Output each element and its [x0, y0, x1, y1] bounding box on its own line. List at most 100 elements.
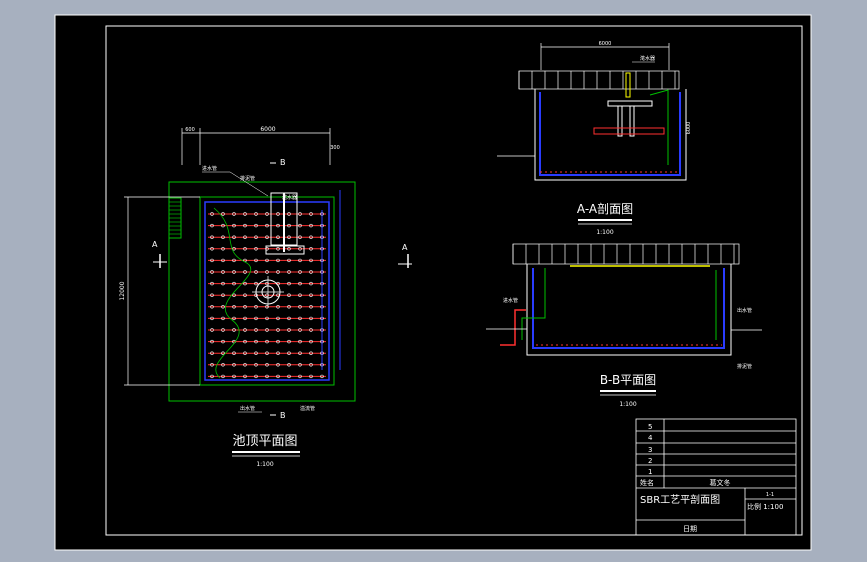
diffuser-head: [276, 374, 280, 379]
diffuser-grid: [208, 212, 326, 379]
diffuser-head: [254, 212, 258, 216]
diffuser-head: [254, 363, 258, 367]
aa-title: A-A剖面图: [577, 202, 633, 216]
diffuser-head: [298, 316, 302, 321]
diffuser-head: [309, 374, 313, 379]
diffuser-head: [265, 258, 269, 263]
diffuser-head: [210, 351, 214, 355]
diffuser-head: [210, 212, 214, 216]
diffuser-head: [210, 363, 214, 367]
diffuser-head: [232, 281, 236, 286]
diffuser-head: [287, 235, 291, 239]
plan-tag-outlet: 出水管: [240, 405, 255, 412]
plan-dim-top: 6000: [260, 126, 275, 133]
drawing-sheet: [54, 14, 812, 551]
diffuser-head: [243, 305, 247, 309]
diffuser-head: [221, 374, 225, 379]
section-bb-view: 进水管 出水管 排泥管 B-B平面图 1:100: [486, 243, 762, 408]
bb-tag-sludge: 排泥管: [737, 363, 752, 370]
plan-pipe-loop: [204, 201, 330, 381]
diffuser-head: [210, 223, 214, 228]
diffuser-head: [243, 281, 247, 286]
diffuser-head: [243, 374, 247, 379]
tb-row-3: 3: [648, 446, 652, 454]
diffuser-head: [243, 212, 247, 216]
diffuser-head: [221, 328, 225, 332]
diffuser-head: [298, 305, 302, 309]
plan-inner-wall: [199, 196, 335, 386]
diffuser-head: [298, 258, 302, 263]
diffuser-head: [276, 363, 280, 367]
diffuser-head: [232, 247, 236, 251]
title-block: [635, 418, 797, 536]
bb-tag-inlet: 进水管: [503, 297, 518, 304]
diffuser-head: [265, 305, 269, 309]
diffuser-head: [276, 351, 280, 355]
bb-scale: 1:100: [619, 401, 636, 408]
diffuser-head: [243, 363, 247, 367]
diffuser-head: [243, 328, 247, 332]
diffuser-head: [254, 305, 258, 309]
tb-row-2: 2: [648, 457, 652, 465]
diffuser-head: [298, 293, 302, 297]
diffuser-head: [298, 374, 302, 379]
diffuser-head: [232, 293, 236, 297]
diffuser-head: [265, 235, 269, 239]
diffuser-head: [221, 235, 225, 239]
diffuser-head: [287, 247, 291, 251]
diffuser-head: [232, 363, 236, 367]
diffuser-head: [309, 316, 313, 321]
diffuser-head: [221, 223, 225, 228]
diffuser-head: [254, 247, 258, 251]
diffuser-head: [221, 281, 225, 286]
diffuser-head: [287, 258, 291, 263]
diffuser-head: [254, 258, 258, 263]
diffuser-head: [276, 235, 280, 239]
diffuser-head: [309, 339, 313, 344]
tb-drawing-title: SBR工艺平剖面图: [640, 493, 720, 506]
diffuser-head: [243, 351, 247, 355]
diffuser-head: [287, 270, 291, 274]
diffuser-head: [309, 235, 313, 239]
diffuser-head: [287, 363, 291, 367]
diffuser-head: [276, 247, 280, 251]
diffuser-head: [221, 351, 225, 355]
tb-date-label: 日期: [683, 525, 697, 533]
diffuser-head: [287, 316, 291, 321]
diffuser-head: [232, 316, 236, 321]
diffuser-head: [221, 293, 225, 297]
diffuser-head: [276, 212, 280, 216]
diffuser-head: [298, 339, 302, 344]
diffuser-head: [276, 328, 280, 332]
diffuser-head: [276, 258, 280, 263]
diffuser-head: [287, 351, 291, 355]
bb-tag-outlet: 出水管: [737, 307, 752, 314]
bb-title: B-B平面图: [600, 373, 656, 387]
diffuser-head: [232, 235, 236, 239]
diffuser-head: [276, 223, 280, 228]
diffuser-head: [276, 339, 280, 344]
diffuser-head: [298, 363, 302, 367]
diffuser-head: [287, 281, 291, 286]
diffuser-head: [254, 339, 258, 344]
diffuser-head: [210, 305, 214, 309]
diffuser-head: [210, 235, 214, 239]
diffuser-head: [287, 339, 291, 344]
diffuser-head: [232, 328, 236, 332]
diffuser-head: [298, 270, 302, 274]
diffuser-head: [210, 270, 214, 274]
plan-tag-inlet: 进水管: [202, 165, 217, 172]
diffuser-head: [276, 270, 280, 274]
diffuser-head: [232, 270, 236, 274]
diffuser-head: [254, 351, 258, 355]
diffuser-head: [210, 328, 214, 332]
plan-tag-decanter: 滗水器: [282, 194, 297, 201]
diffuser-head: [243, 247, 247, 251]
diffuser-head: [221, 212, 225, 216]
diffuser-head: [243, 339, 247, 344]
diffuser-head: [309, 258, 313, 263]
diffuser-head: [254, 328, 258, 332]
diffuser-head: [210, 374, 214, 379]
diffuser-head: [254, 235, 258, 239]
diffuser-head: [243, 223, 247, 228]
